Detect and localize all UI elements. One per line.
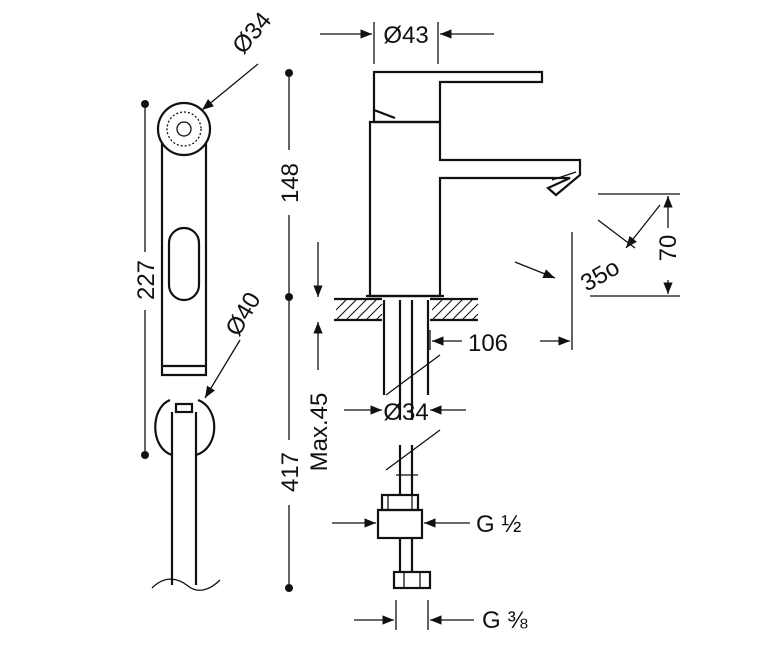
hose-connector <box>392 570 432 590</box>
countertop <box>334 297 479 322</box>
dim-label-417: 417 <box>277 452 304 492</box>
dimension-70: 70 <box>590 193 682 297</box>
dimension-227: 227 <box>133 100 160 459</box>
faucet <box>366 70 582 298</box>
dim-label-g38: G ⅜ <box>482 607 528 634</box>
dim-label-holder: Ø40 <box>220 288 266 341</box>
dimension-106: 106 <box>429 232 573 357</box>
supply-pipes <box>376 300 441 590</box>
shower-holder <box>154 398 216 457</box>
faucet-lever <box>372 70 544 124</box>
dimension-max45: Max.45 <box>306 242 333 471</box>
dim-label-max45: Max.45 <box>306 393 333 472</box>
faucet-body <box>368 120 582 298</box>
spray-head-nozzle <box>166 111 202 147</box>
dimension-g12: G ½ <box>332 511 521 538</box>
dimension-g38: G ⅜ <box>354 600 528 634</box>
dimension-148: 148 <box>277 69 304 301</box>
dimension-shank: Ø34 <box>344 399 466 426</box>
dimension-angle: 35o <box>514 204 661 297</box>
dim-label-spray-head: Ø34 <box>227 7 277 59</box>
shower-hose <box>170 412 198 585</box>
dimension-spout-base: Ø43 <box>320 22 494 64</box>
dim-label-spout-base: Ø43 <box>383 22 428 49</box>
dimension-holder: Ø40 <box>204 288 267 399</box>
dim-label-g12: G ½ <box>476 511 521 538</box>
dim-label-70: 70 <box>655 235 682 262</box>
dim-label-106: 106 <box>468 330 508 357</box>
dimension-spray-head: Ø34 <box>201 7 277 111</box>
hand-shower <box>151 101 221 591</box>
spray-head-outline <box>156 101 212 157</box>
dim-label-angle: 35o <box>576 254 624 297</box>
shower-handle <box>160 142 208 377</box>
shower-button <box>167 226 201 302</box>
dim-label-148: 148 <box>277 163 304 203</box>
dimension-417: 417 <box>277 301 304 592</box>
dim-label-shank: Ø34 <box>383 399 428 426</box>
dim-label-227: 227 <box>133 260 160 300</box>
